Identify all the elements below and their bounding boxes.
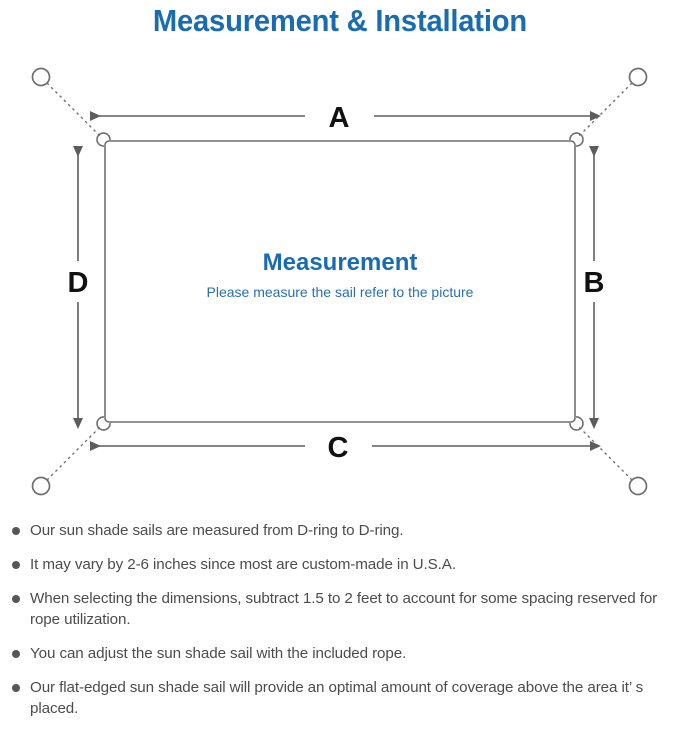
bullet-icon <box>12 527 20 535</box>
bullet-icon <box>12 650 20 658</box>
list-item: When selecting the dimensions, subtract … <box>0 588 679 630</box>
shade-sail-rectangle <box>104 140 576 423</box>
dimension-label-a: A <box>329 102 350 134</box>
dimension-arrow-c: C <box>90 432 601 464</box>
d-ring-bottom-left <box>96 416 111 431</box>
anchor-point-circle-top-right <box>628 67 648 87</box>
bullet-icon <box>12 595 20 603</box>
d-ring-top-left <box>96 132 111 147</box>
anchor-point-circle-bottom-right <box>628 476 648 496</box>
note-text: Our sun shade sails are measured from D-… <box>30 522 404 539</box>
list-item: Our sun shade sails are measured from D-… <box>0 520 679 541</box>
dimension-arrow-d: D <box>68 146 89 429</box>
diagram-center-title: Measurement <box>263 249 418 276</box>
measurement-diagram-svg: A C D B Measurement Please me <box>31 67 648 496</box>
note-text: It may vary by 2-6 inches since most are… <box>30 556 456 573</box>
rope-dotted-line-top-left <box>46 82 102 138</box>
rope-dotted-line-bottom-right <box>577 425 633 481</box>
d-ring-top-right <box>569 132 584 147</box>
list-item: It may vary by 2-6 inches since most are… <box>0 554 679 575</box>
note-text: Our flat-edged sun shade sail will provi… <box>30 679 644 717</box>
anchor-point-circle-top-left <box>31 67 51 87</box>
list-item: You can adjust the sun shade sail with t… <box>0 643 679 664</box>
note-text: When selecting the dimensions, subtract … <box>30 590 658 628</box>
dimension-label-d: D <box>68 267 89 299</box>
bullet-icon <box>12 561 20 569</box>
d-ring-bottom-right <box>569 416 584 431</box>
rope-dotted-line-top-right <box>577 82 633 138</box>
measurement-diagram: A C D B Measurement Please me <box>0 52 679 512</box>
notes-list: Our sun shade sails are measured from D-… <box>0 520 679 732</box>
diagram-center-subtitle: Please measure the sail refer to the pic… <box>207 284 474 300</box>
list-item: Our flat-edged sun shade sail will provi… <box>0 677 679 719</box>
dimension-arrow-a: A <box>90 102 601 134</box>
note-text: You can adjust the sun shade sail with t… <box>30 645 407 662</box>
anchor-point-circle-bottom-left <box>31 476 51 496</box>
rope-dotted-line-bottom-left <box>46 425 102 481</box>
page-title-text: Measurement & Installation <box>152 3 527 38</box>
page-title: Measurement & Installation <box>0 2 679 40</box>
dimension-label-b: B <box>584 267 605 299</box>
dimension-arrow-b: B <box>584 146 605 429</box>
bullet-icon <box>12 684 20 692</box>
dimension-label-c: C <box>328 432 349 464</box>
